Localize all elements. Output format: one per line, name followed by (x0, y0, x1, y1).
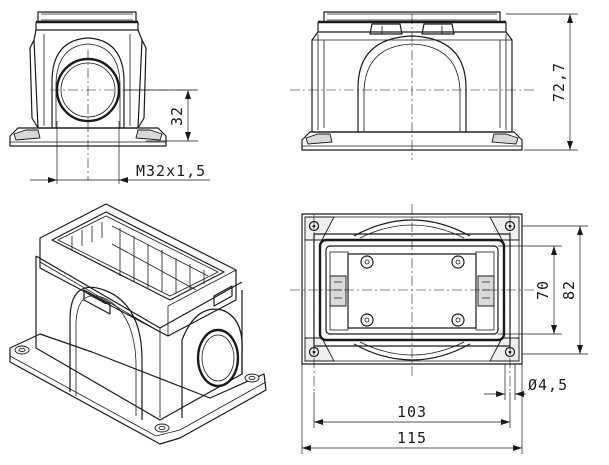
outer-height-dimension: 82 (560, 280, 578, 300)
top-view (290, 204, 588, 454)
hole-diameter-dimension: Ø4,5 (528, 376, 568, 394)
front-view (290, 11, 578, 160)
total-height-dimension: 72,7 (550, 62, 568, 102)
thread-size-dimension: M32x1,5 (136, 162, 206, 180)
side-view-cable-entry (9, 11, 210, 184)
outer-width-dimension: 115 (397, 429, 427, 447)
thread-height-dimension: 32 (168, 106, 186, 126)
inner-height-dimension: 70 (534, 280, 552, 300)
isometric-view (9, 203, 267, 445)
hole-spacing-dimension: 103 (397, 403, 427, 421)
